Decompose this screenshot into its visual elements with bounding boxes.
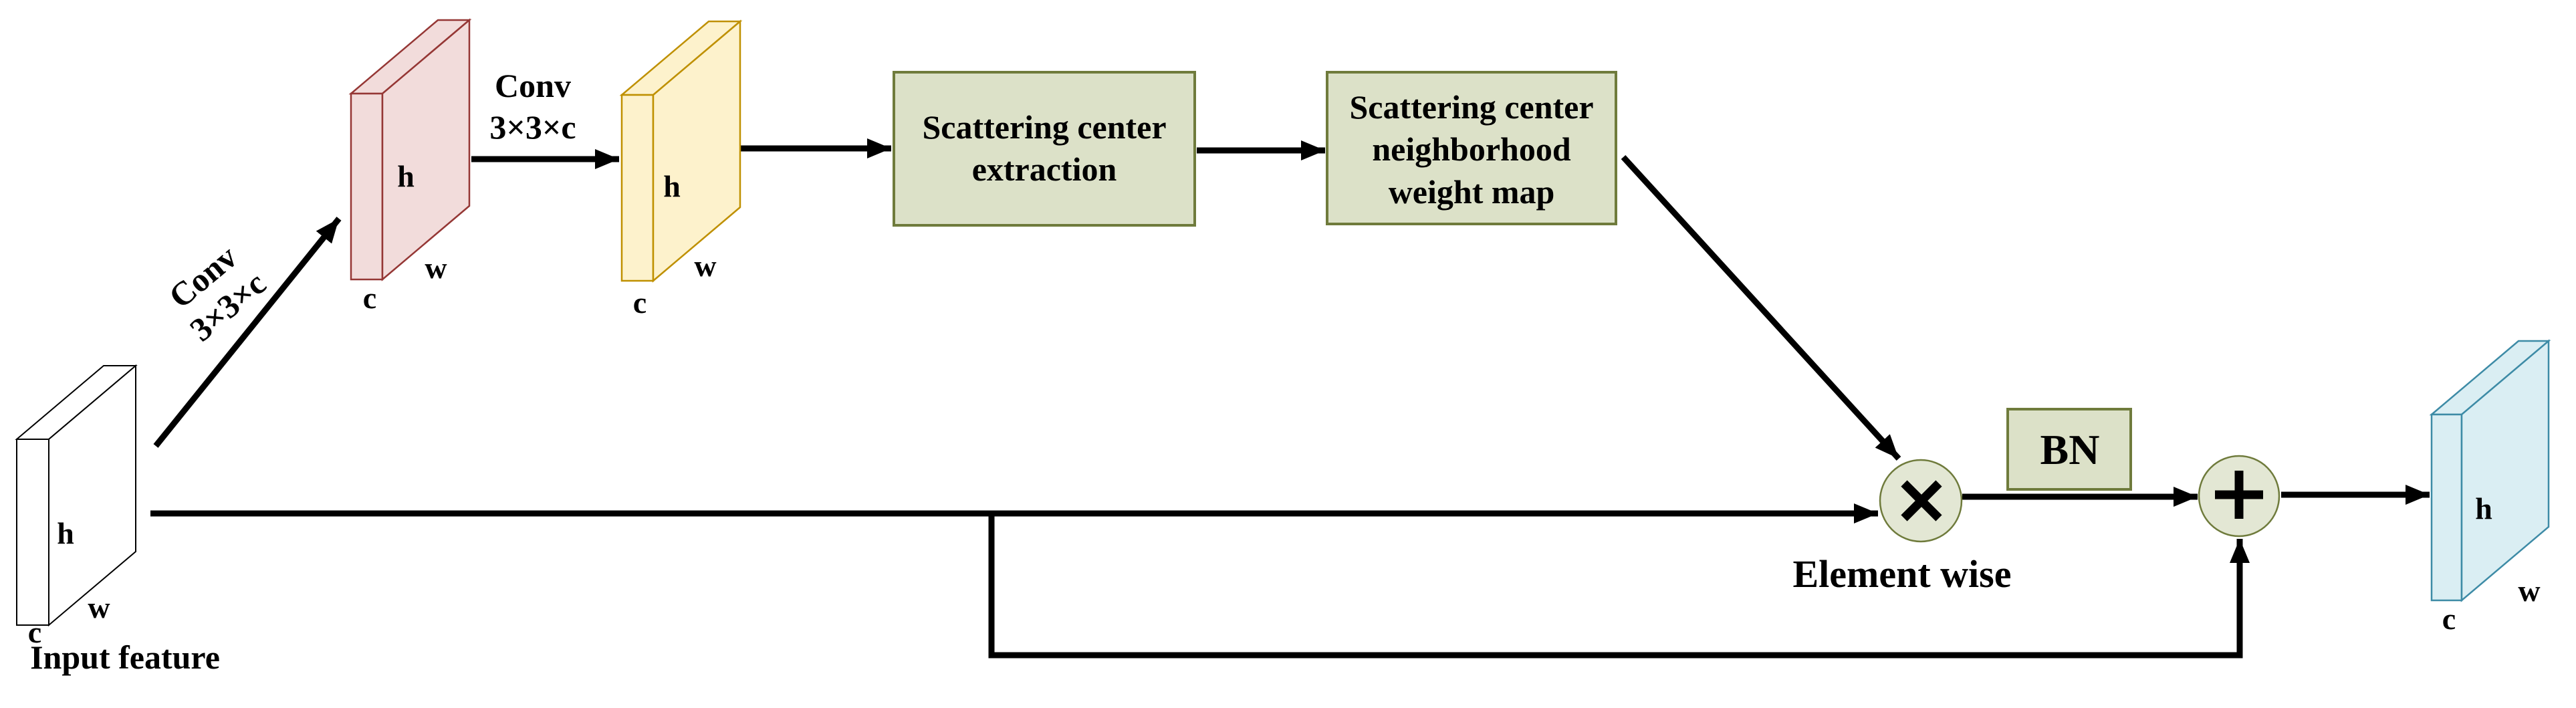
dim-c-label: c <box>2442 602 2456 636</box>
skip-connection-arrow <box>988 513 2250 659</box>
conv2-output-slab: h w c <box>619 19 743 320</box>
dim-w-label: w <box>425 251 447 285</box>
conv1-diagonal-arrow <box>153 217 342 448</box>
weight-map-label-line2: neighborhood <box>1372 130 1571 168</box>
scattering-center-extraction-box: Scattering center extraction <box>893 71 1196 227</box>
scattering-center-weight-map-box: Scattering center neighborhood weight ma… <box>1326 71 1617 225</box>
flow-arrows <box>150 138 2430 659</box>
bn-label: BN <box>2040 426 2100 473</box>
dim-h-label: h <box>57 516 74 550</box>
process-box <box>2006 408 2132 491</box>
dim-c-label: c <box>28 615 41 649</box>
weight-map-label-line1: Scattering center <box>1349 88 1593 126</box>
multiply-icon <box>1901 480 1942 521</box>
conv2-label: Conv 3×3×c <box>489 67 576 146</box>
dim-c-label: c <box>363 281 376 315</box>
slab-side-face <box>16 439 49 626</box>
dim-c-label: c <box>633 285 647 320</box>
slab-side-face <box>2430 413 2463 602</box>
extraction-label-line2: extraction <box>972 150 1117 188</box>
dim-w-label: w <box>88 590 110 624</box>
dim-h-label: h <box>2475 491 2492 525</box>
output-feature-slab: h w c <box>2429 339 2551 636</box>
dim-w-label: w <box>2518 574 2540 608</box>
slab-main-face <box>2460 339 2550 602</box>
weight-map-to-multiply-arrow <box>1621 154 1901 461</box>
bn-box: BN <box>2006 408 2132 491</box>
element-wise-label: Element wise <box>1793 552 2012 596</box>
slab-side-face <box>350 92 384 281</box>
element-wise-multiply-node: Element wise <box>1793 459 2012 596</box>
dim-w-label: w <box>694 249 716 283</box>
conv1-output-slab: h w c <box>348 18 472 315</box>
slab-main-face <box>381 18 471 281</box>
plus-icon <box>2215 471 2263 519</box>
slab-main-face <box>652 19 741 283</box>
slab-main-face <box>48 364 136 627</box>
conv1-label: Conv 3×3×c <box>162 238 273 348</box>
extraction-label-line1: Scattering center <box>922 108 1166 146</box>
slab-side-face <box>620 94 655 282</box>
dim-h-label: h <box>397 159 415 193</box>
process-box <box>1326 71 1617 225</box>
input-feature-caption: Input feature <box>30 638 220 676</box>
element-wise-add-node <box>2198 455 2280 538</box>
process-box <box>893 71 1196 227</box>
conv2-label-line2: 3×3×c <box>489 108 576 146</box>
conv2-label-line1: Conv <box>495 67 571 104</box>
dim-h-label: h <box>663 169 681 203</box>
weight-map-label-line3: weight map <box>1389 173 1555 211</box>
input-feature-slab: h w c Input feature <box>15 364 220 676</box>
